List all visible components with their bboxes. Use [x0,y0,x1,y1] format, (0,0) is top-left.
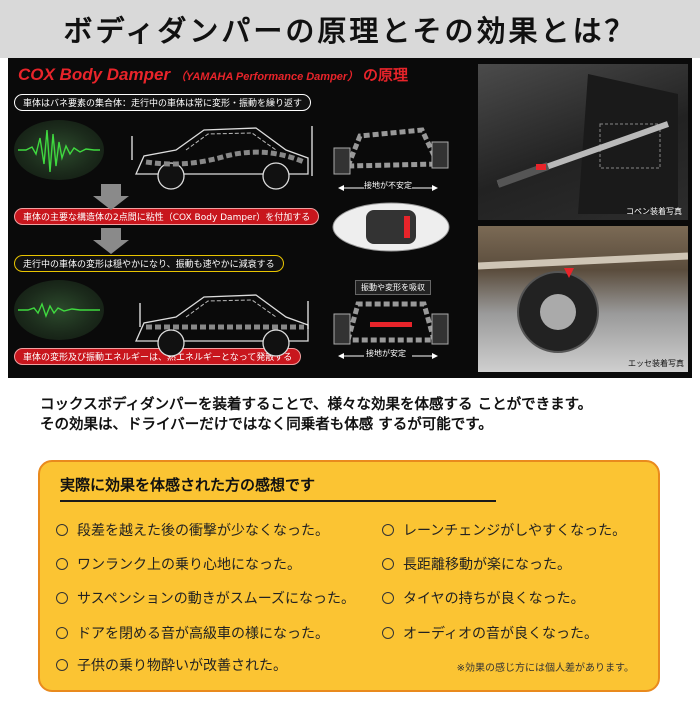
step-4-pill: 車体の変形及び振動エネルギーは、熱エネルギーとなって発散する [14,348,302,365]
label-unstable: 接地が不安定 [364,181,412,190]
step-3-pill: 走行中の車体の変形は穏やかになり、振動も速やかに減衰する [14,255,284,272]
circle-bullet-icon [56,627,68,639]
circle-bullet-icon [382,627,394,639]
impression-item: 段差を越えた後の衝撃が少なくなった。 [56,520,329,540]
panel-title-main: COX Body Damper [18,65,171,84]
impression-item: 長距離移動が楽になった。 [382,554,571,574]
page-title: ボディダンパーの原理とその効果とは？ [63,14,637,48]
circle-bullet-icon [382,592,394,604]
impression-text: 長距離移動が楽になった。 [403,557,571,573]
impression-text: オーディオの音が良くなった。 [403,626,599,642]
step-1-pill: 車体はバネ要素の集合体：走行中の車体は常に変形・振動を繰り返す [14,94,312,111]
impression-item: タイヤの持ちが良くなった。 [382,588,585,608]
impression-item: ワンランク上の乗り心地になった。 [56,554,301,574]
label-stable: 接地が安定 [366,349,406,358]
impression-item: ドアを閉める音が高級車の様になった。 [56,623,329,643]
impression-text: ドアを閉める音が高級車の様になった。 [77,626,329,642]
impressions-heading: 実際に効果を体感された方の感想です [60,476,316,494]
circle-bullet-icon [382,558,394,570]
title-banner: ボディダンパーの原理とその効果とは？ [0,0,700,58]
impression-item: オーディオの音が良くなった。 [382,623,598,643]
impression-text: タイヤの持ちが良くなった。 [403,591,585,607]
circle-bullet-icon [56,558,68,570]
impression-item: レーンチェンジがしやすくなった。 [382,520,626,540]
car-side-frame-bottom [134,294,309,357]
vibration-wave-strong [14,120,104,180]
circle-bullet-icon [56,524,68,536]
impression-text: レーンチェンジがしやすくなった。 [403,523,627,539]
impression-item: 子供の乗り物酔いが改善された。 [56,655,287,675]
label-damper-absorb: 振動や変形を吸収 [355,280,431,295]
caption-essa: エッセ装着写真 [628,359,684,368]
circle-bullet-icon [382,524,394,536]
esse-install-photo [478,226,688,372]
description-line-2: その効果は、ドライバーだけではなく同乗者も体感 するが可能です。 [40,417,493,433]
impression-item: サスペンションの動きがスムーズになった。 [56,588,355,608]
copen-install-photo [478,64,688,220]
impressions-box: 実際に効果を体感された方の感想です 段差を越えた後の衝撃が少なくなった。 ワンラ… [38,460,660,692]
heading-underline [60,500,496,502]
width-arrows-icon [338,185,438,191]
panel-title-sub: （YAMAHA Performance Damper） [174,71,359,83]
circle-bullet-icon [56,592,68,604]
principle-panel: COX Body Damper （YAMAHA Performance Damp… [8,58,692,378]
caption-copen: コペン装着写真 [626,207,682,216]
step-2-pill: 車体の主要な構造体の2点間に粘性（COX Body Damper）を付加する [14,208,320,225]
disclaimer-note: ※効果の感じ方には個人差があります。 [456,663,634,674]
impression-text: ワンランク上の乗り心地になった。 [77,557,301,573]
impression-text: 子供の乗り物酔いが改善された。 [77,658,287,674]
width-arrows-icon [338,353,438,359]
impression-text: サスペンションの動きがスムーズになった。 [77,591,356,607]
vibration-wave-damped [14,280,104,340]
circle-bullet-icon [56,659,68,671]
description-line-1: コックスボディダンパーを装着することで、様々な効果を体感する ことができます。 [40,397,593,413]
car-side-frame-top [131,126,313,190]
car-front-frame-stable [333,301,449,345]
impression-text: 段差を越えた後の衝撃が少なくなった。 [77,523,329,539]
description: コックスボディダンパーを装着することで、様々な効果を体感する ことができます。 … [40,395,592,435]
car-top-view [332,202,450,252]
car-front-frame-unstable [333,127,449,175]
panel-title: COX Body Damper （YAMAHA Performance Damp… [18,64,408,85]
panel-title-jp: の原理 [362,67,408,84]
